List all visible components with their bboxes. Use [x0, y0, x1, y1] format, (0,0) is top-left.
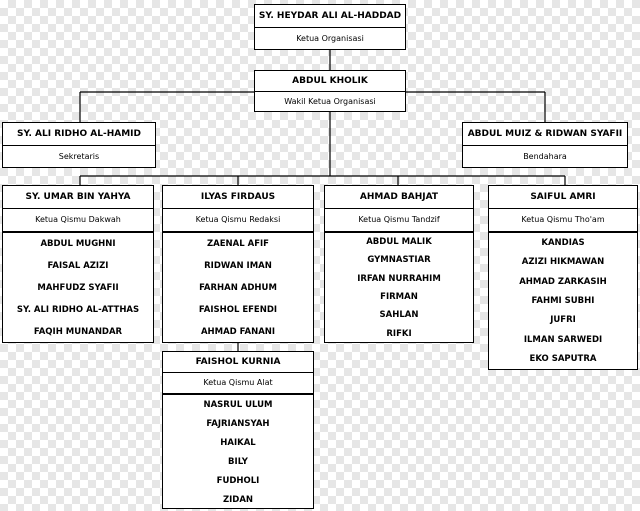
- member-item: MAHFUDZ SYAFII: [37, 283, 119, 293]
- leader-box: SY. HEYDAR ALI AL-HADDAD Ketua Organisas…: [254, 4, 406, 50]
- member-item: GYMNASTIAR: [367, 255, 431, 266]
- member-list: NASRUL ULUM FAJRIANSYAH HAIKAL BILY FUDH…: [163, 395, 313, 509]
- member-item: FAHMI SUBHI: [531, 295, 595, 306]
- member-list: KANDIAS AZIZI HIKMAWAN AHMAD ZARKASIH FA…: [489, 233, 637, 369]
- member-item: KANDIAS: [541, 237, 585, 248]
- member-item: FUDHOLI: [216, 475, 260, 486]
- treasurer-box: ABDUL MUIZ & RIDWAN SYAFII Bendahara: [462, 122, 628, 168]
- member-item: FAISAL AZIZI: [47, 261, 109, 271]
- member-item: JUFRI: [550, 315, 576, 326]
- division-head: FAISHOL KURNIA: [163, 352, 313, 373]
- vice-box: ABDUL KHOLIK Wakil Ketua Organisasi: [254, 70, 406, 112]
- member-item: FIRMAN: [380, 292, 418, 303]
- secretary-box: SY. ALI RIDHO AL-HAMID Sekretaris: [2, 122, 156, 168]
- member-item: NASRUL ULUM: [203, 399, 273, 410]
- division-redaksi: ILYAS FIRDAUS Ketua Qismu Redaksi ZAENAL…: [162, 185, 314, 343]
- division-tandzif: AHMAD BAHJAT Ketua Qismu Tandzif ABDUL M…: [324, 185, 474, 343]
- secretary-role: Sekretaris: [58, 152, 100, 161]
- member-item: EKO SAPUTRA: [529, 354, 597, 365]
- leader-name: SY. HEYDAR ALI AL-HADDAD: [255, 5, 405, 28]
- division-role: Ketua Qismu Dakwah: [3, 209, 153, 233]
- division-role: Ketua Qismu Tandzif: [325, 209, 473, 233]
- division-head: ILYAS FIRDAUS: [163, 186, 313, 209]
- division-role: Ketua Qismu Tho'am: [489, 209, 637, 233]
- member-item: SAHLAN: [379, 310, 419, 321]
- treasurer-role: Bendahara: [523, 152, 567, 161]
- division-dakwah: SY. UMAR BIN YAHYA Ketua Qismu Dakwah AB…: [2, 185, 154, 343]
- division-head: AHMAD BAHJAT: [325, 186, 473, 209]
- member-item: SY. ALI RIDHO AL-ATTHAS: [16, 305, 140, 315]
- division-alat: FAISHOL KURNIA Ketua Qismu Alat NASRUL U…: [162, 351, 314, 509]
- member-item: FARHAN ADHUM: [199, 283, 277, 293]
- member-item: AZIZI HIKMAWAN: [521, 257, 605, 268]
- division-head: SAIFUL AMRI: [489, 186, 637, 209]
- member-item: ABDUL MALIK: [366, 237, 432, 248]
- member-item: ABDUL MUGHNI: [40, 239, 116, 249]
- member-item: RIFKI: [386, 328, 412, 339]
- division-head: SY. UMAR BIN YAHYA: [3, 186, 153, 209]
- member-list: ZAENAL AFIF RIDWAN IMAN FARHAN ADHUM FAI…: [163, 233, 313, 343]
- leader-role: Ketua Organisasi: [296, 34, 364, 43]
- division-role: Ketua Qismu Alat: [163, 373, 313, 395]
- member-item: BILY: [228, 456, 248, 467]
- division-thoam: SAIFUL AMRI Ketua Qismu Tho'am KANDIAS A…: [488, 185, 638, 370]
- member-item: HAIKAL: [220, 437, 256, 448]
- treasurer-name: ABDUL MUIZ & RIDWAN SYAFII: [463, 123, 627, 146]
- member-item: ILMAN SARWEDI: [523, 334, 603, 345]
- member-item: AHMAD FANANI: [200, 327, 276, 337]
- secretary-name: SY. ALI RIDHO AL-HAMID: [3, 123, 155, 146]
- member-item: ZIDAN: [222, 494, 254, 505]
- member-item: IRFAN NURRAHIM: [357, 273, 441, 284]
- vice-name: ABDUL KHOLIK: [255, 71, 405, 92]
- member-item: ZAENAL AFIF: [207, 239, 269, 249]
- member-item: FAJRIANSYAH: [206, 418, 270, 429]
- member-item: FAQIH MUNANDAR: [33, 327, 123, 337]
- division-role: Ketua Qismu Redaksi: [163, 209, 313, 233]
- member-list: ABDUL MUGHNI FAISAL AZIZI MAHFUDZ SYAFII…: [3, 233, 153, 343]
- member-item: RIDWAN IMAN: [204, 261, 272, 271]
- member-item: AHMAD ZARKASIH: [519, 276, 607, 287]
- vice-role: Wakil Ketua Organisasi: [284, 97, 376, 106]
- member-item: FAISHOL EFENDI: [198, 305, 278, 315]
- member-list: ABDUL MALIK GYMNASTIAR IRFAN NURRAHIM FI…: [325, 233, 473, 343]
